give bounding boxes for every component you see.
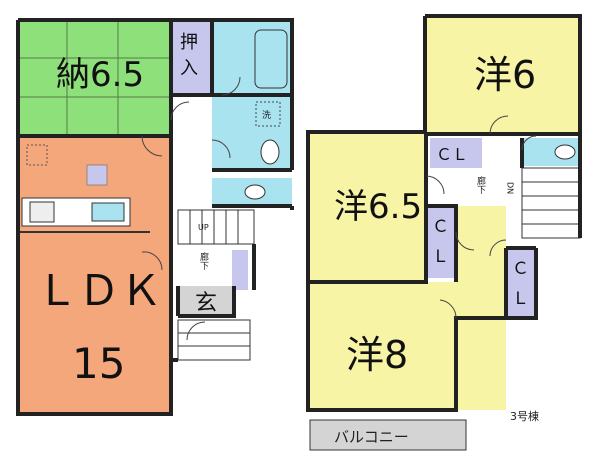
stairs-2f — [521, 167, 581, 239]
closet-c-label-bottom: Ｌ — [512, 289, 529, 309]
western-room-8-ext — [456, 318, 506, 410]
closet-oshiire — [171, 20, 210, 95]
washroom — [212, 95, 292, 170]
toilet-2f — [554, 144, 576, 160]
balcony — [309, 419, 467, 451]
western-room-6-5-label: 洋6.5 — [334, 187, 422, 227]
western-room-6-label: 洋6 — [474, 53, 536, 97]
hall-yellow-2f — [456, 206, 506, 326]
ldk-area-label: 15 — [72, 339, 125, 388]
western-room-6 — [425, 16, 580, 134]
closet-b — [426, 206, 456, 278]
dining-table — [86, 164, 108, 186]
stove — [29, 201, 55, 223]
toilet-1f — [244, 184, 266, 200]
ldk-label: ＬＤＫ — [36, 266, 162, 315]
storage-room-label: 納6.5 — [56, 55, 144, 95]
entrance — [178, 286, 234, 316]
building-number: 3号棟 — [510, 409, 539, 423]
western-room-8 — [308, 282, 456, 410]
outer-wall-2f — [306, 14, 582, 412]
hall-label-1f: 廊下 — [198, 251, 209, 271]
stairs-1f — [177, 209, 255, 245]
door-swings-2f — [425, 115, 537, 319]
porch-steps — [178, 332, 250, 347]
bathtub — [254, 29, 288, 89]
closet-c-label-top: Ｃ — [512, 259, 529, 279]
closet-b-label-top: Ｃ — [432, 217, 449, 237]
hall-2f — [426, 168, 522, 206]
laundry-label: 洗 — [262, 109, 271, 121]
closet-a-label: ＣＬ — [436, 145, 468, 164]
stairs-up-label: UP — [198, 223, 209, 232]
outer-wall-1f — [16, 18, 294, 416]
laundry-box — [255, 101, 281, 127]
tatami-lines — [18, 20, 171, 136]
kitchen-sink — [91, 202, 125, 222]
entrance-porch — [177, 319, 251, 361]
western-room-8-label: 洋8 — [346, 333, 408, 377]
closet-label-top: 押 — [180, 32, 198, 53]
door-swings-1f — [141, 76, 241, 341]
closet-a — [430, 138, 482, 168]
closet-b-label-bottom: Ｌ — [432, 247, 449, 267]
closet-label-bottom: 入 — [180, 58, 198, 79]
hall-label-2f: 廊下 — [475, 175, 486, 195]
sink — [260, 139, 280, 165]
closet-c — [506, 248, 536, 318]
stair-steps-1f — [189, 210, 239, 244]
storage-room — [18, 20, 171, 136]
entrance-label: 玄 — [195, 291, 217, 316]
stair-steps-2f — [522, 181, 580, 225]
ceiling-vent — [26, 144, 48, 166]
hall-storage-1f — [232, 250, 248, 290]
western-room-6-5 — [308, 132, 426, 282]
stairs-dn-label: DN — [506, 182, 515, 194]
balcony-label: バルコニー — [334, 428, 409, 446]
